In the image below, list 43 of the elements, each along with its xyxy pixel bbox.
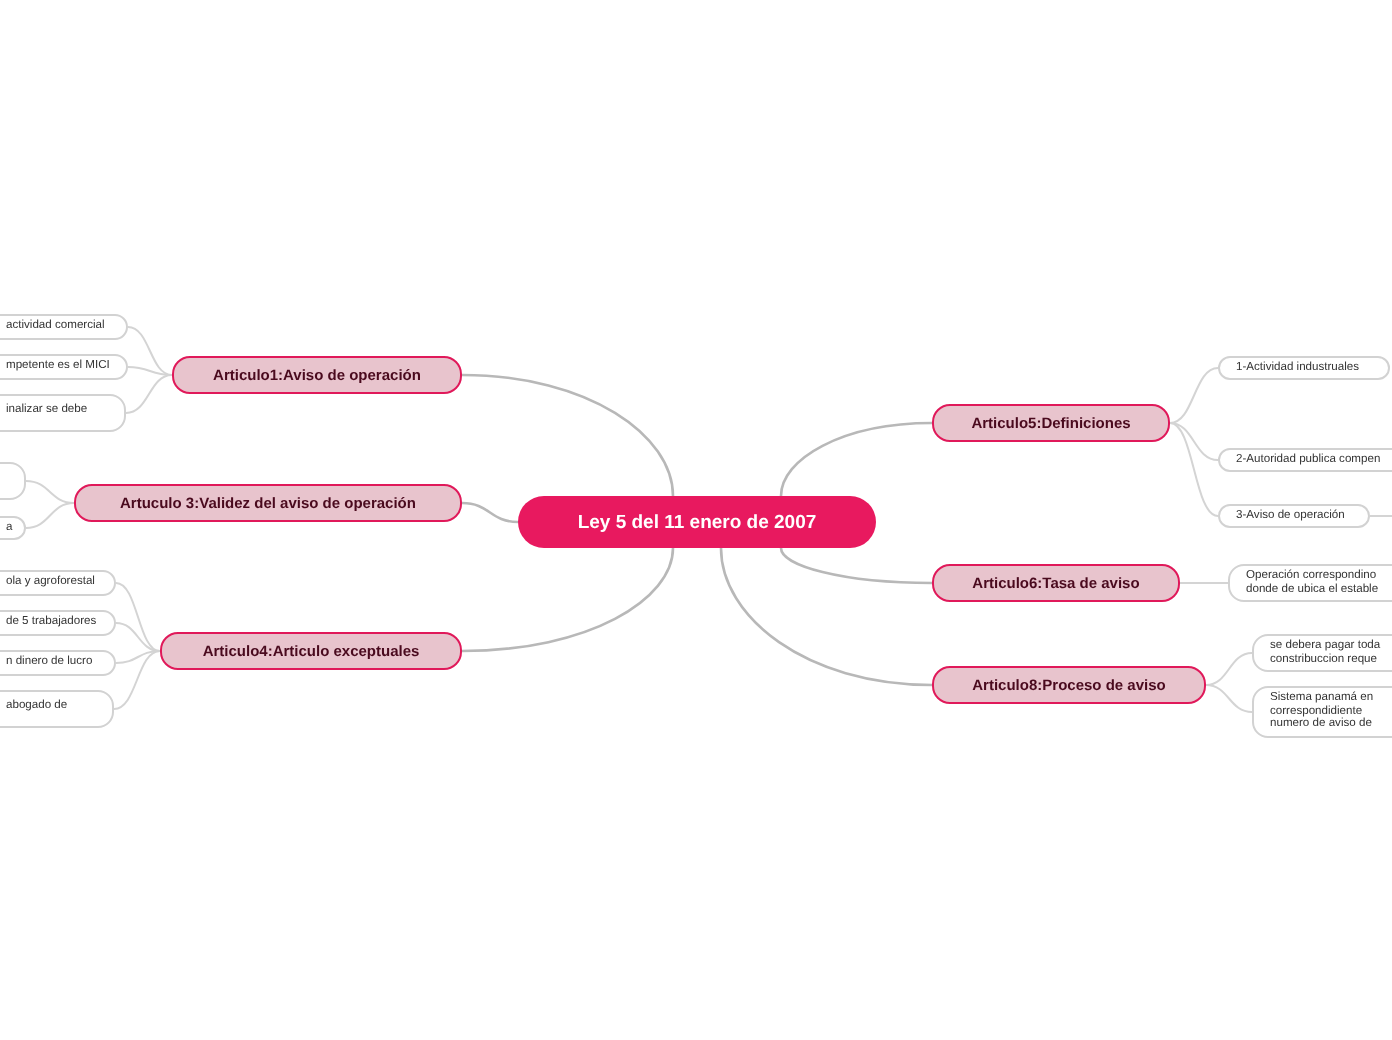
article-topic-box [172,356,462,394]
subtopic-box [1218,448,1392,472]
connector-line [127,366,173,376]
connector-line [779,421,933,497]
connector-line [115,622,161,652]
subtopic-box [0,354,128,380]
connector-line [1169,422,1219,461]
connector-line [113,650,161,710]
connector-line [125,374,173,414]
subtopic-box [1218,356,1390,380]
central-topic-box [518,496,876,548]
topic-text: Ley 5 del 11 enero de 2007 [577,511,817,533]
subtopic-box [0,314,128,340]
connector-line [719,547,933,687]
subtopic-box [1218,504,1370,528]
article-topic-box [932,666,1206,704]
connector-line [779,547,933,585]
connector-line [25,480,75,504]
subtopic-box [0,650,116,676]
connector-line [127,326,173,376]
article-topic-box [160,632,462,670]
subtopic-box [0,394,126,432]
article-topic-box [74,484,462,522]
connector-line [115,650,161,664]
subtopic-box [1228,564,1392,602]
connector-line [25,502,75,529]
subtopic-box [0,610,116,636]
connector-line [1179,582,1229,584]
connector-line [461,373,675,497]
connector-line [461,547,675,653]
connector-line [1205,684,1253,713]
connector-line [1205,652,1253,686]
subtopic-box [1252,686,1392,738]
connector-line [461,501,519,524]
subtopic-box [0,690,114,728]
subtopic-box [1252,634,1392,672]
connector-line [1369,515,1392,517]
subtopic-box [0,570,116,596]
connector-line [1169,367,1219,424]
article-topic-box [932,564,1180,602]
connector-line [115,582,161,652]
connector-line [1169,422,1219,517]
article-topic-box [932,404,1170,442]
